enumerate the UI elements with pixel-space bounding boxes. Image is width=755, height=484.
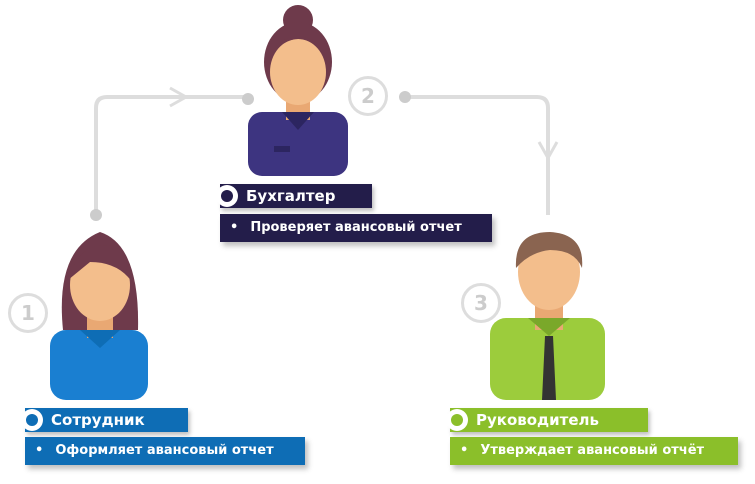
bullet: • xyxy=(460,443,469,458)
step-number-3: 3 xyxy=(461,283,501,323)
role-name: Бухгалтер xyxy=(246,187,336,205)
role-label-accountant: Бухгалтер xyxy=(216,184,372,208)
role-label-employee: Сотрудник xyxy=(21,408,188,432)
bullet: • xyxy=(230,220,239,235)
role-label-manager: Руководитель xyxy=(446,408,648,432)
step-number-2: 2 xyxy=(348,76,388,116)
role-name: Сотрудник xyxy=(51,411,145,429)
action-box-accountant: • Проверяет авансовый отчет xyxy=(220,214,492,242)
manager-figure xyxy=(490,232,605,400)
bullet-circle-icon xyxy=(216,185,238,207)
action-box-employee: • Оформляет авансовый отчет xyxy=(25,437,305,465)
accountant-figure xyxy=(248,5,348,176)
role-name: Руководитель xyxy=(476,411,600,429)
step-number-1: 1 xyxy=(8,293,48,333)
action-text: Проверяет авансовый отчет xyxy=(250,220,462,235)
action-box-manager: • Утверждает авансовый отчёт xyxy=(450,437,738,465)
bullet: • xyxy=(35,443,44,458)
bullet-circle-icon xyxy=(21,409,43,431)
connector-1-to-2 xyxy=(94,86,248,215)
bullet-circle-icon xyxy=(446,409,468,431)
action-text: Утверждает авансовый отчёт xyxy=(480,443,705,458)
connector-dot xyxy=(242,93,254,105)
connector-dot xyxy=(399,91,411,103)
connector-dot xyxy=(90,209,102,221)
connector-2-to-3 xyxy=(405,95,559,215)
employee-figure xyxy=(50,232,148,400)
action-text: Оформляет авансовый отчет xyxy=(55,443,274,458)
